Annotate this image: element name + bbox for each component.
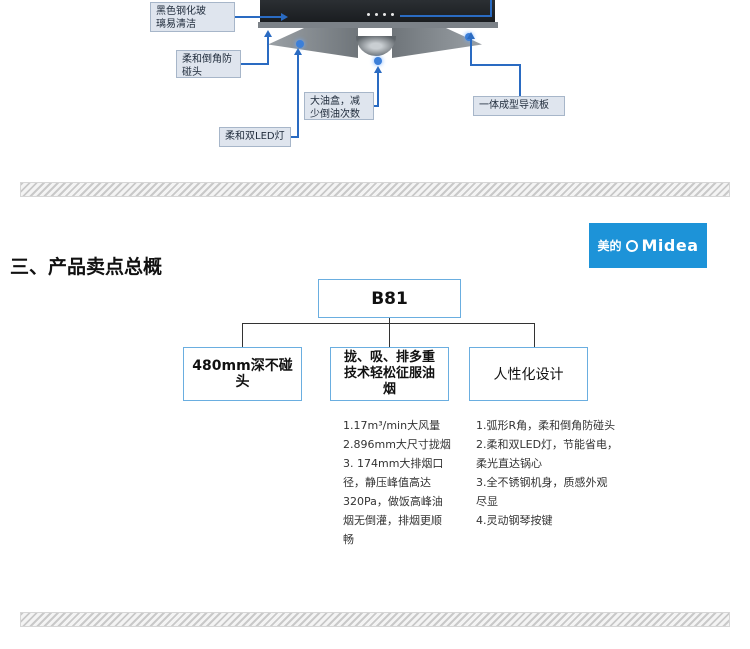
callout-guide: 一体成型导流板	[473, 96, 565, 116]
tree-connector-h	[242, 323, 535, 324]
callout-oilcup-arrow	[374, 66, 382, 73]
midea-logo: 美的 Midea	[589, 223, 707, 268]
tree-connector-right	[534, 323, 535, 347]
callout-oilcup-line-v	[377, 72, 379, 107]
callout-led-arrow	[294, 48, 302, 55]
callout-glass-arrow	[281, 13, 288, 21]
led-left-icon	[296, 40, 304, 48]
top-right-line-v	[490, 0, 492, 16]
hatched-divider	[20, 182, 730, 197]
hood-trim	[258, 22, 498, 28]
tree-root-box: B81	[318, 279, 461, 318]
midea-mark-icon	[625, 239, 638, 252]
tree-child-box-1: 480mm深不碰 头	[183, 347, 302, 401]
logo-text-cn: 美的	[597, 239, 622, 253]
tree-child-label-2: 拢、吸、排多重 技术轻松征服油 烟	[343, 350, 435, 397]
callout-corner-arrow	[264, 30, 272, 37]
callout-corner-line-v	[267, 36, 269, 65]
callout-guide-line-h	[470, 64, 521, 66]
tree-connector-mid	[389, 323, 390, 347]
tree-connector-left	[242, 323, 243, 347]
callout-guide-line-v2	[470, 38, 472, 66]
tree-connector-root	[389, 318, 390, 324]
callout-corner-line	[241, 63, 269, 65]
callout-corner: 柔和倒角防 碰头	[176, 50, 241, 78]
callout-guide-arrow	[467, 32, 475, 39]
callout-led-line	[291, 136, 299, 138]
callout-led-line-v	[297, 54, 299, 138]
section-title: 三、产品卖点总概	[10, 256, 163, 278]
detail-list-2: 1.17m³/min大风量 2.896mm大尺寸拢烟 3. 174mm大排烟口 …	[343, 419, 451, 546]
control-buttons-icon	[367, 13, 407, 17]
callout-glass: 黑色钢化玻 璃易清洁	[150, 2, 235, 32]
oil-cup-icon	[356, 36, 396, 56]
logo-text-en: Midea	[641, 236, 699, 255]
tree-child-box-2: 拢、吸、排多重 技术轻松征服油 烟	[330, 347, 449, 401]
top-right-line	[400, 15, 492, 17]
callout-oilcup-line	[374, 105, 379, 107]
led-center-icon	[374, 57, 382, 65]
tree-child-box-3: 人性化设计	[469, 347, 588, 401]
detail-list-3: 1.弧形R角，柔和倒角防碰头 2.柔和双LED灯，节能省电， 柔光直达锅心 3.…	[476, 419, 619, 527]
callout-guide-line	[519, 64, 521, 96]
hatched-divider-bottom	[20, 612, 730, 627]
tree-child-label-1: 480mm深不碰 头	[192, 358, 293, 390]
callout-glass-line	[235, 16, 281, 18]
callout-oilcup: 大油盒，减 少倒油次数	[304, 92, 374, 120]
callout-led: 柔和双LED灯	[219, 127, 291, 147]
tree-child-label-3: 人性化设计	[493, 367, 564, 383]
tree-root-label: B81	[371, 288, 408, 309]
